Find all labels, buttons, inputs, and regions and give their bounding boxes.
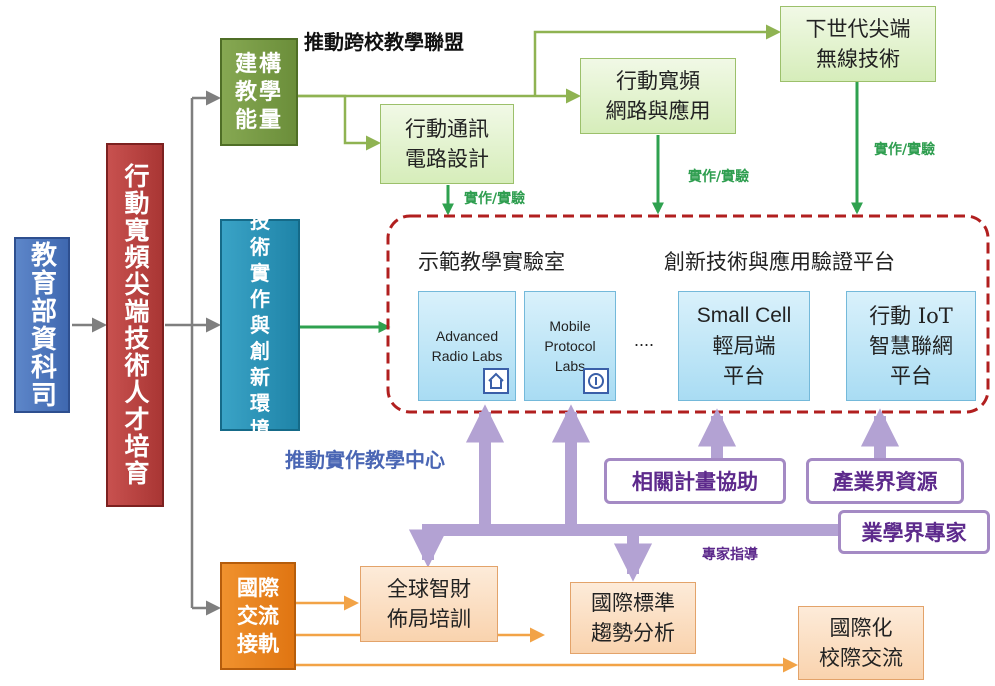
standards-line1: 國際標準 xyxy=(591,591,675,615)
project-support-label: 相關計畫協助 xyxy=(632,469,758,494)
info-icon xyxy=(583,368,609,394)
ip-training-box: 全球智財 佈局培訓 xyxy=(360,566,498,642)
course-broadband: 行動寬頻 網路與應用 xyxy=(580,58,736,134)
experts-label: 業學界專家 xyxy=(861,520,967,545)
alliance-label: 推動跨校教學聯盟 xyxy=(304,30,464,54)
exchange-line2: 校際交流 xyxy=(819,646,903,670)
iot-line3: 平台 xyxy=(890,364,932,388)
program-label: 行動寬頻尖端技術人才培育 xyxy=(121,163,150,487)
small-cell-line1: Small Cell xyxy=(696,304,792,327)
practice-label-circuit: 實作/實驗 xyxy=(464,191,526,207)
small-cell-line3: 平台 xyxy=(723,364,765,388)
intl-label: 國際交流接軌 xyxy=(237,575,279,656)
small-cell-platform: Small Cell 輕局端 平台 xyxy=(678,291,810,401)
course-broadband-line1: 行動寬頻 xyxy=(616,69,700,93)
course-circuit-line2: 電路設計 xyxy=(405,147,489,171)
exchange-box: 國際化 校際交流 xyxy=(798,606,924,680)
build-capacity-node: 建構教學能量 xyxy=(220,38,298,146)
course-nextgen: 下世代尖端 無線技術 xyxy=(780,6,936,82)
iot-line2: 智慧聯網 xyxy=(869,334,953,358)
industry-resource-label: 產業界資源 xyxy=(832,469,938,494)
standards-box: 國際標準 趨勢分析 xyxy=(570,582,696,654)
env-label: 尖端技術實作與創新環境建置 xyxy=(250,157,270,493)
practice-label-broadband: 實作/實驗 xyxy=(688,169,750,185)
program-node: 行動寬頻尖端技術人才培育 xyxy=(106,143,164,507)
root-label: 教育部資科司 xyxy=(26,241,57,409)
expert-guidance-label: 專家指導 xyxy=(702,547,758,563)
platform-heading: 創新技術與應用驗證平台 xyxy=(664,250,895,274)
root-node: 教育部資科司 xyxy=(14,237,70,413)
protocol-lab-line2: Protocol xyxy=(544,338,596,354)
demo-lab-heading: 示範教學實驗室 xyxy=(418,250,565,274)
arrow-build-to-circuit xyxy=(298,94,381,151)
protocol-lab-line1: Mobile xyxy=(549,318,591,334)
exchange-line1: 國際化 xyxy=(829,616,893,640)
arrow-build-to-nextgen xyxy=(533,24,781,96)
protocol-lab: Mobile Protocol Labs xyxy=(524,291,616,401)
radio-lab-line1: Advanced xyxy=(435,328,499,344)
radio-lab: Advanced Radio Labs xyxy=(418,291,516,401)
build-capacity-label: 建構教學能量 xyxy=(234,51,283,133)
small-cell-line2: 輕局端 xyxy=(712,334,776,358)
standards-line2: 趨勢分析 xyxy=(591,621,675,645)
project-support-box: 相關計畫協助 xyxy=(604,458,786,504)
ip-training-line1: 全球智財 xyxy=(387,577,471,601)
course-nextgen-line2: 無線技術 xyxy=(816,47,900,71)
course-nextgen-line1: 下世代尖端 xyxy=(805,17,911,41)
iot-line1: 行動 IoT xyxy=(869,304,953,328)
radio-lab-line2: Radio Labs xyxy=(431,348,503,364)
practice-center-label: 推動實作教學中心 xyxy=(285,448,445,472)
iot-platform: 行動 IoT 智慧聯網 平台 xyxy=(846,291,976,401)
ip-training-line2: 佈局培訓 xyxy=(387,607,471,631)
course-circuit: 行動通訊 電路設計 xyxy=(380,104,514,184)
course-circuit-line1: 行動通訊 xyxy=(405,117,489,141)
course-broadband-line2: 網路與應用 xyxy=(605,99,711,123)
practice-label-nextgen: 實作/實驗 xyxy=(874,142,936,158)
ellipsis: .... xyxy=(634,330,655,350)
industry-resource-box: 產業界資源 xyxy=(806,458,964,504)
experts-box: 業學界專家 xyxy=(838,510,990,554)
dashed-frame xyxy=(386,214,990,414)
intl-node: 國際交流接軌 xyxy=(220,562,296,670)
protocol-lab-line3: Labs xyxy=(554,358,586,374)
home-icon xyxy=(483,368,509,394)
env-node: 尖端技術實作與創新環境建置 xyxy=(220,157,300,493)
